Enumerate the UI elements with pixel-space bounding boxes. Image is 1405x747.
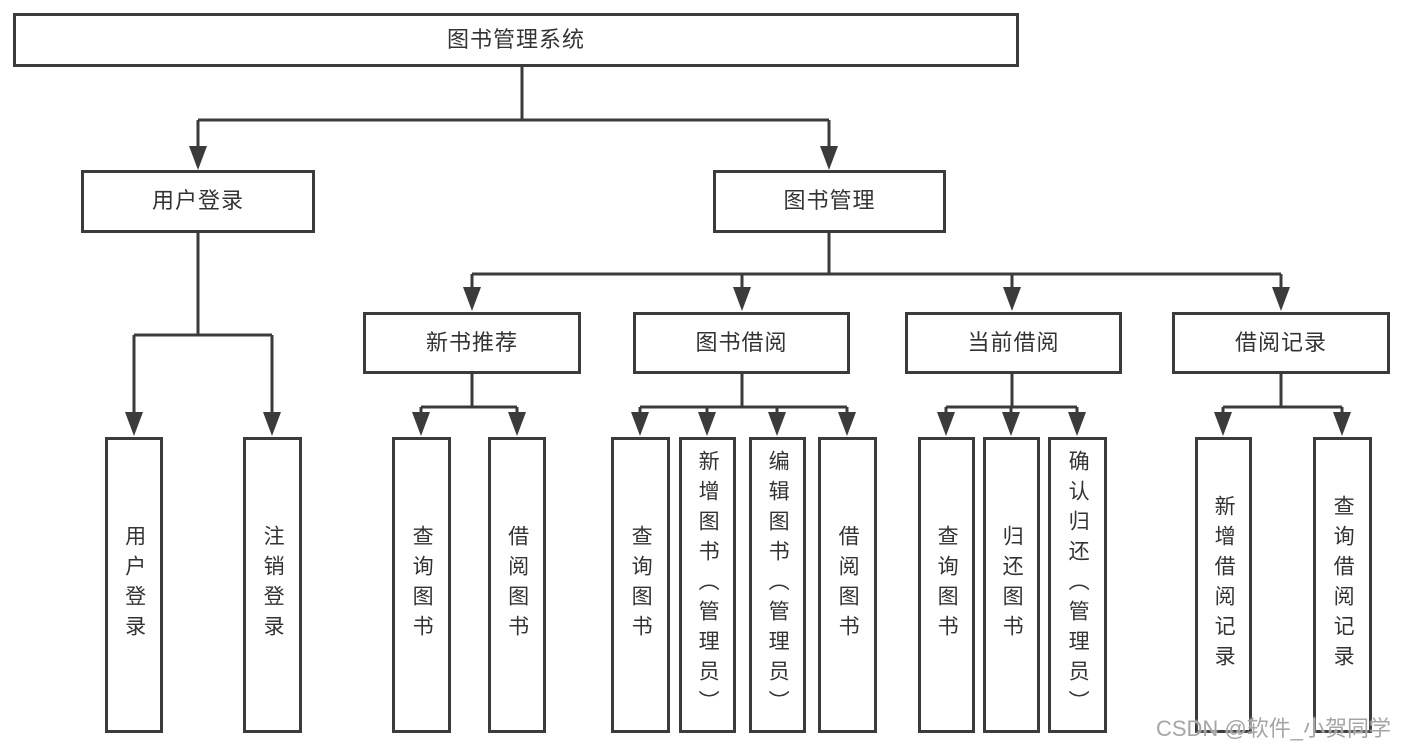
- leaf-nbr-borrow-books-label: 借阅图书: [505, 525, 529, 645]
- leaf-cb-return-books-label: 归还图书: [1000, 525, 1024, 645]
- node-new-book-recommend: 新书推荐: [363, 312, 581, 374]
- leaf-br-add-record: 新增借阅记录: [1195, 437, 1252, 733]
- leaf-user-login-label: 用户登录: [122, 525, 146, 645]
- leaf-bb-query-books: 查询图书: [611, 437, 670, 733]
- leaf-br-add-record-label: 新增借阅记录: [1212, 495, 1236, 675]
- connector-path: [132, 66, 1344, 415]
- leaf-bb-query-books-label: 查询图书: [629, 525, 653, 645]
- leaf-bb-edit-books-admin-label: 编辑图书（管理员）: [766, 450, 790, 720]
- node-root: 图书管理系统: [13, 13, 1019, 67]
- leaf-cb-confirm-return-admin: 确认归还（管理员）: [1048, 437, 1107, 733]
- leaf-br-query-record-label: 查询借阅记录: [1331, 495, 1355, 675]
- leaf-bb-borrow-books-label: 借阅图书: [836, 525, 860, 645]
- node-borrow-records: 借阅记录: [1172, 312, 1390, 374]
- node-new-book-recommend-label: 新书推荐: [425, 329, 518, 355]
- leaf-bb-edit-books-admin: 编辑图书（管理员）: [749, 437, 806, 733]
- leaf-nbr-query-books: 查询图书: [392, 437, 451, 733]
- node-book-borrow: 图书借阅: [633, 312, 850, 374]
- leaf-nbr-borrow-books: 借阅图书: [488, 437, 546, 733]
- watermark-text: CSDN @软件_小贺同学: [1155, 716, 1391, 741]
- node-book-management-label: 图书管理: [783, 188, 876, 214]
- leaf-cb-query-books: 查询图书: [918, 437, 975, 733]
- leaf-bb-borrow-books: 借阅图书: [818, 437, 877, 733]
- leaf-bb-add-books-admin-label: 新增图书（管理员）: [696, 450, 720, 720]
- leaf-cb-confirm-return-admin-label: 确认归还（管理员）: [1066, 450, 1090, 720]
- node-current-borrow-label: 当前借阅: [967, 329, 1060, 355]
- node-current-borrow: 当前借阅: [905, 312, 1122, 374]
- leaf-bb-add-books-admin: 新增图书（管理员）: [679, 437, 736, 733]
- leaf-logout-label: 注销登录: [261, 525, 285, 645]
- leaf-br-query-record: 查询借阅记录: [1313, 437, 1372, 733]
- leaf-cb-query-books-label: 查询图书: [935, 525, 959, 645]
- node-book-borrow-label: 图书借阅: [695, 329, 788, 355]
- leaf-nbr-query-books-label: 查询图书: [410, 525, 434, 645]
- leaf-logout: 注销登录: [243, 437, 302, 733]
- leaf-user-login: 用户登录: [105, 437, 163, 733]
- node-borrow-records-label: 借阅记录: [1234, 329, 1327, 355]
- node-user-login: 用户登录: [81, 170, 315, 233]
- node-book-management: 图书管理: [713, 170, 946, 233]
- arrowheads: [125, 146, 1351, 436]
- node-user-login-label: 用户登录: [151, 188, 244, 214]
- leaf-cb-return-books: 归还图书: [983, 437, 1040, 733]
- node-root-label: 图书管理系统: [446, 26, 585, 52]
